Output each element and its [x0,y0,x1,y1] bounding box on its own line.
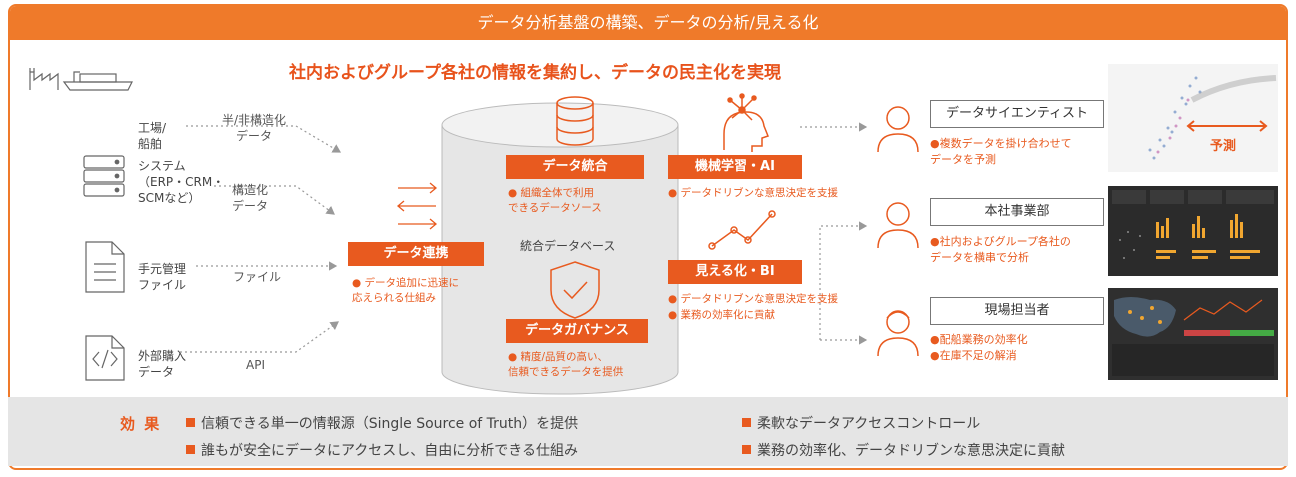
map-dashboard-thumbnail [1108,288,1278,380]
effect-item-2: 柔軟なデータアクセスコントロール [742,413,980,433]
person-icon-hq [877,202,919,249]
source-label-system: システム （ERP・CRM・ SCMなど） [138,159,225,206]
factory-icon [29,68,59,90]
ml-ai-note: ● データドリブンな意思決定を支援 [668,187,838,199]
database-stack-icon [556,96,594,146]
forecast-label: 予測 [1210,139,1237,154]
line-chart-icon [708,210,776,250]
shield-icon [550,261,600,319]
role-hq-division-note: ●社内およびグループ各社の データを横串で分析 [930,235,1071,264]
ml-ai-label: 機械学習・AI [668,155,802,179]
effects-panel: 効 果 信頼できる単一の情報源（Single Source of Truth）を… [8,397,1288,466]
integrated-database-label: 統合データベース [520,239,616,253]
role-hq-division: 本社事業部 [930,198,1104,226]
flow-label-structured: 構造化 データ [232,183,269,214]
dashboard-thumbnail [1108,186,1278,276]
role-data-scientist: データサイエンティスト [930,100,1104,128]
bi-note-1: ● データドリブンな意思決定を支援 [668,293,838,305]
data-integration-link-label: データ連携 [348,242,484,266]
source-label-files: 手元管理 ファイル [138,262,187,293]
bullet-square-icon [742,418,751,427]
flow-label-semi-structured: 半/非構造化 データ [222,113,287,144]
diagram-frame: データ分析基盤の構築、データの分析/見える化 [8,4,1288,470]
forecast-chart-thumbnail [1108,64,1278,172]
source-label-external: 外部購入 データ [138,349,187,380]
effects-label: 効 果 [120,415,162,433]
effect-item-3: 誰もが安全にデータにアクセスし、自由に分析できる仕組み [186,440,578,460]
role-field-staff-note: ●配船業務の効率化 ●在庫不足の解消 [930,333,1028,362]
server-icon [83,155,125,197]
flow-label-api: API [246,358,265,372]
ai-head-icon [723,93,769,152]
bi-label: 見える化・BI [668,260,802,284]
data-unify-label: データ統合 [506,155,644,179]
data-unify-note: ● 組織全体で利用 できるデータソース [508,187,602,215]
banner-title: データ分析基盤の構築、データの分析/見える化 [10,6,1286,40]
role-field-staff: 現場担当者 [930,297,1104,325]
code-file-icon [85,335,125,381]
bullet-square-icon [742,445,751,454]
file-icon [85,241,125,293]
flow-label-file: ファイル [233,270,282,284]
integration-note: ● データ追加に迅速に 応えられる仕組み [352,277,459,305]
bullet-square-icon [186,418,195,427]
data-governance-note: ● 精度/品質の高い、 信頼できるデータを提供 [508,351,624,379]
effect-item-4: 業務の効率化、データドリブンな意思決定に貢献 [742,440,1065,460]
ship-icon [62,71,133,91]
role-data-scientist-note: ●複数データを掛け合わせて データを予測 [930,137,1072,166]
person-icon-field [877,310,919,357]
data-governance-label: データガバナンス [506,319,648,343]
bi-note-2: ● 業務の効率化に貢献 [668,309,775,321]
subtitle: 社内およびグループ各社の情報を集約し、データの民主化を実現 [289,63,781,83]
bullet-square-icon [186,445,195,454]
person-icon-scientist [877,106,919,153]
source-label-factory: 工場/ 船舶 [138,121,167,152]
effect-item-1: 信頼できる単一の情報源（Single Source of Truth）を提供 [186,413,578,433]
